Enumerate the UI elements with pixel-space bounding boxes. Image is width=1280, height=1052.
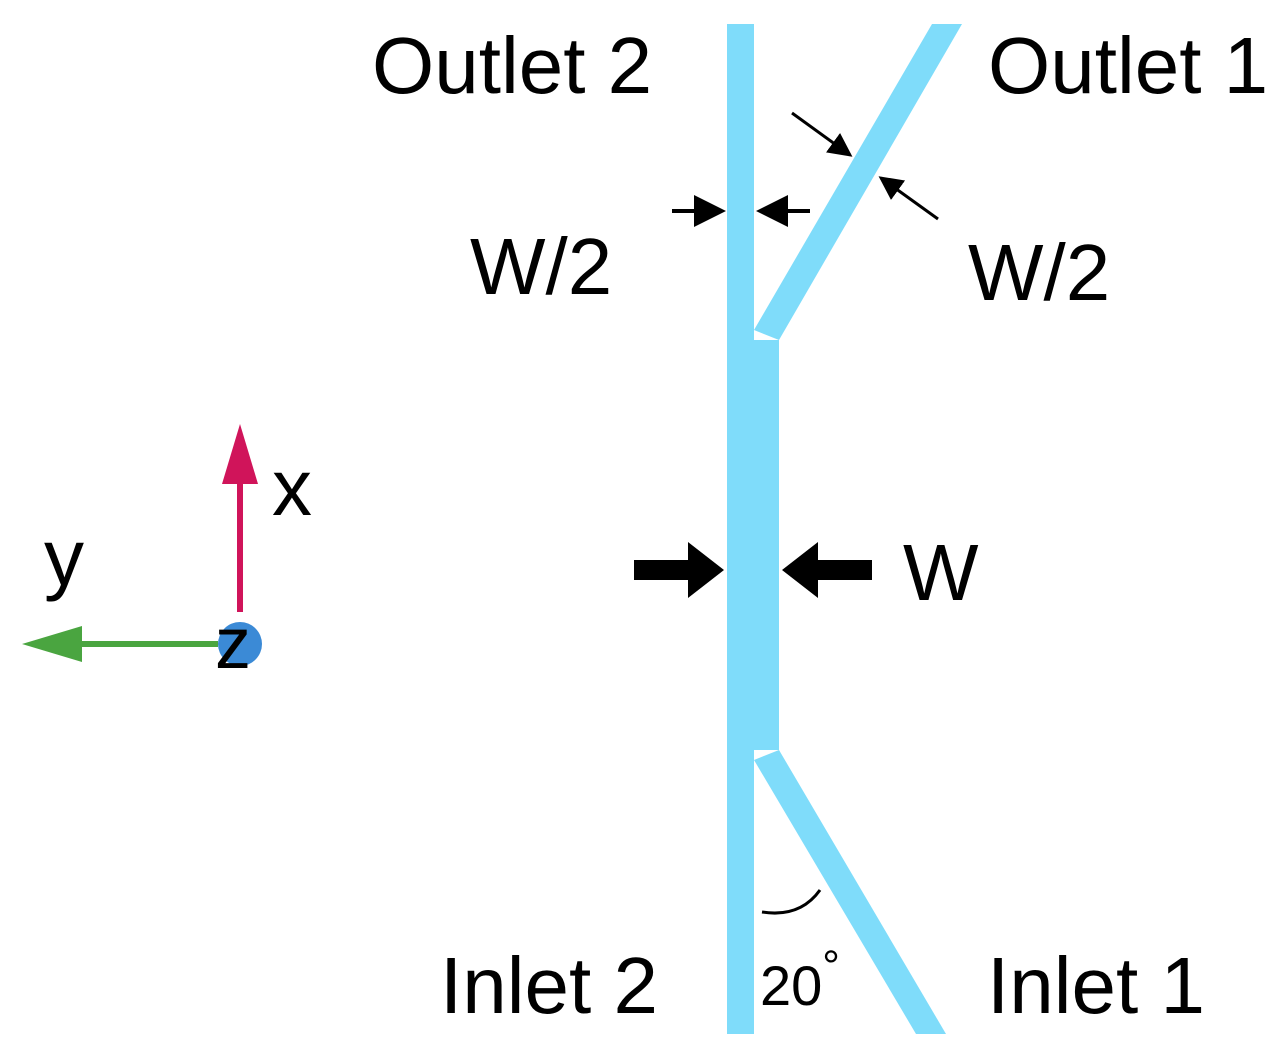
outlet-1-label: Outlet 1: [988, 21, 1268, 110]
branch-outlet-1: [754, 24, 962, 340]
z-axis-dot: [218, 622, 262, 666]
half-width-arrows-angled: [791, 111, 939, 221]
arrow-left-width: [634, 542, 724, 598]
half-width-label-right: W/2: [968, 228, 1110, 317]
half-width-label-left: W/2: [470, 222, 612, 311]
inlet-1-label: Inlet 1: [987, 941, 1205, 1030]
width-label: W: [903, 528, 979, 617]
angle-arc: [761, 889, 822, 915]
x-axis-arrowhead: [222, 424, 258, 484]
width-arrows: [634, 542, 872, 598]
arrow-lower-half-width: [878, 176, 939, 221]
arrow-right-width: [782, 542, 872, 598]
coordinate-axes: x y z: [22, 424, 312, 684]
degree-symbol: °: [822, 942, 840, 991]
channel: [727, 24, 962, 1034]
main-channel-wide-section: [727, 340, 779, 750]
arrow-upper-half-width: [791, 111, 853, 157]
inlet-2-label: Inlet 2: [440, 941, 658, 1030]
z-axis-label: z: [215, 604, 251, 684]
y-axis-label: y: [44, 513, 84, 602]
branch-inlet-1: [754, 750, 946, 1034]
outlet-2-label: Outlet 2: [372, 21, 652, 110]
y-axis-arrowhead: [22, 626, 82, 662]
angle-value-label: 20°: [760, 942, 840, 1017]
x-axis-label: x: [272, 443, 312, 532]
